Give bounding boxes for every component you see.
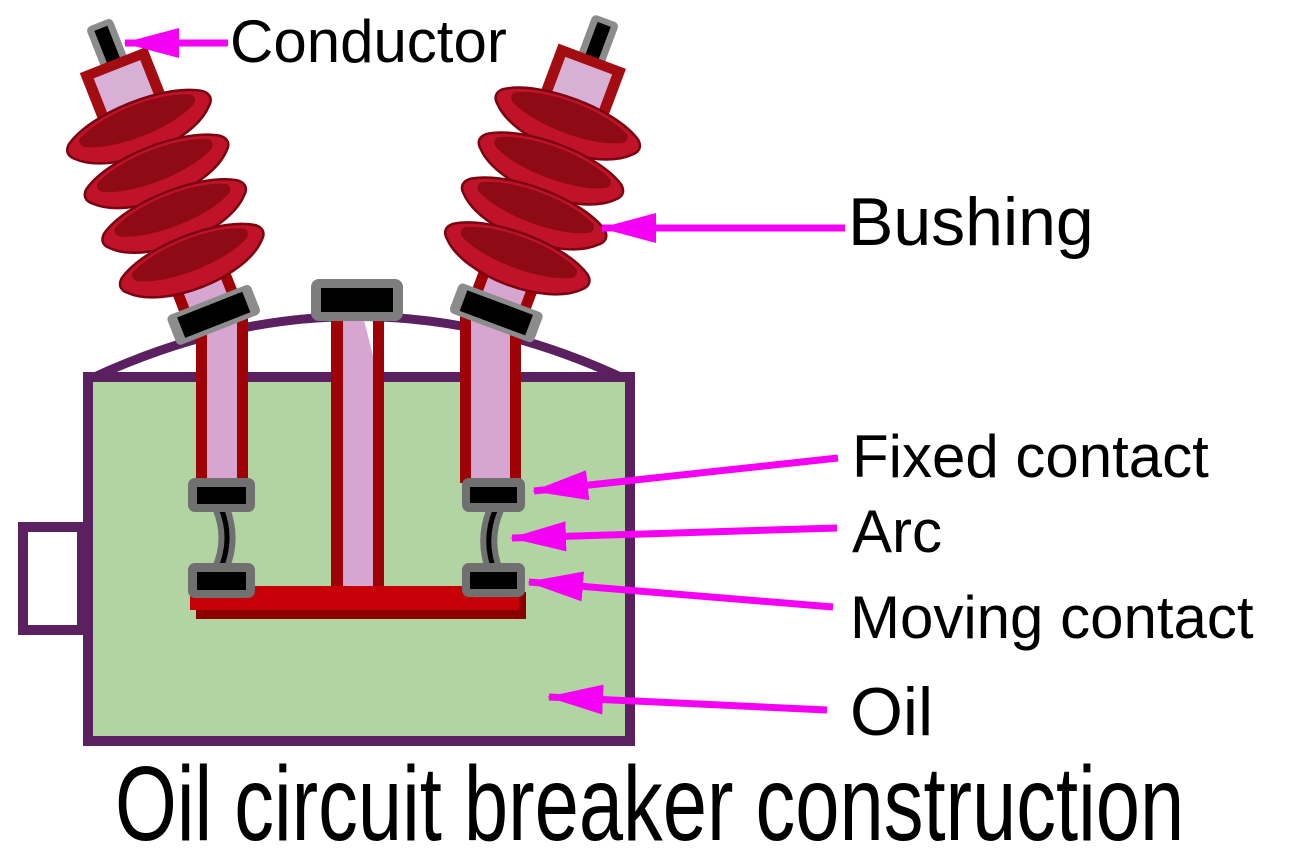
left-fixed-contact: [188, 478, 255, 512]
left-moving-contact: [188, 563, 255, 598]
moving-contact-label: Moving contact: [850, 584, 1254, 651]
arc-label: Arc: [852, 498, 942, 565]
moving-contact-arrow: [527, 571, 834, 611]
fixed-contact-label: Fixed contact: [852, 423, 1209, 490]
arc-arrow: [510, 521, 838, 552]
oil-label: Oil: [850, 674, 933, 750]
left-arc: [211, 504, 236, 576]
operating-rod-cap: [311, 279, 403, 321]
left-bushing-stem: [196, 308, 248, 483]
oil-arrow: [547, 684, 828, 715]
bushing-label: Bushing: [848, 184, 1094, 260]
operating-rod: [331, 316, 384, 592]
right-arc: [480, 504, 504, 576]
fixed-contact-arrow: [532, 454, 839, 501]
tank-side-handle: [18, 522, 87, 635]
right-bushing-stem: [460, 308, 521, 483]
right-fixed-contact: [462, 478, 525, 512]
right-moving-contact: [462, 563, 525, 597]
diagram-title: Oil circuit breaker construction: [115, 744, 1184, 863]
conductor-label: Conductor: [230, 8, 507, 75]
